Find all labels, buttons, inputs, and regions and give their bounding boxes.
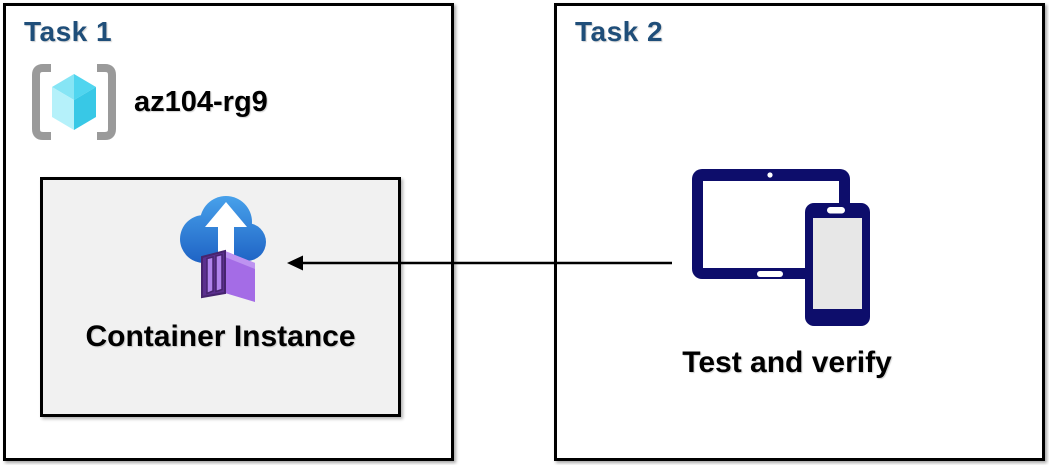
- container-instances-icon: [179, 196, 266, 302]
- container-instance-box: Container Instance: [40, 177, 401, 417]
- resource-group-name: az104-rg9: [134, 85, 268, 118]
- resource-group-icon: [32, 64, 116, 140]
- devices-icon: [692, 169, 870, 326]
- resource-group-row: az104-rg9: [30, 62, 268, 142]
- devices-wrap: [688, 166, 878, 336]
- test-and-verify-label: Test and verify: [682, 346, 892, 379]
- task1-box: Task 1 az104-rg9: [3, 3, 454, 461]
- task2-title: Task 2: [575, 16, 664, 47]
- task1-title: Task 1: [24, 16, 113, 47]
- task2-box: Task 2 Test and verify: [554, 3, 1045, 461]
- container-instance-label: Container Instance: [85, 320, 356, 353]
